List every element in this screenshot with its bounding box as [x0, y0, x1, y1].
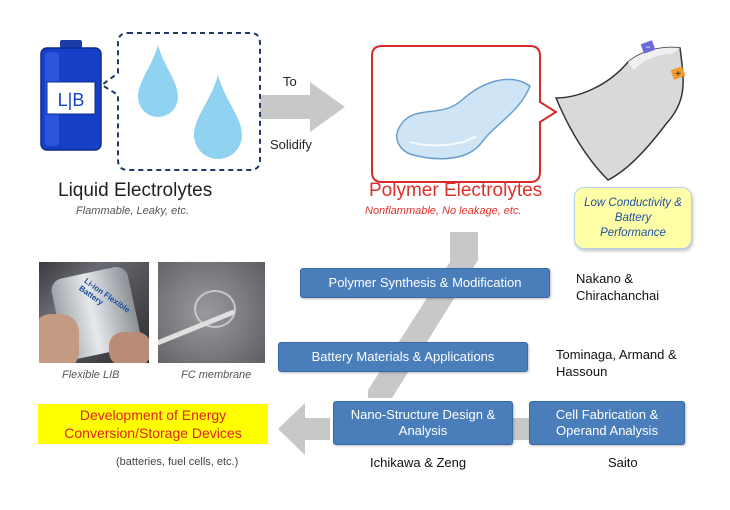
arrow-label-to: To	[283, 74, 297, 89]
flexible-battery-icon: − +	[554, 40, 686, 181]
polymer-electrolytes-title: Polymer Electrolytes	[369, 180, 543, 201]
battery-minus: −	[645, 42, 650, 52]
battery-plus: +	[675, 69, 681, 80]
polymer-electrolytes-sub: Nonflammable, No leakage, etc.	[365, 205, 522, 217]
polymer-synthesis-names: Nakano & Chirachanchai	[576, 271, 660, 303]
droplet-icon	[138, 45, 178, 117]
development-goal-sub: (batteries, fuel cells, etc.)	[116, 456, 239, 468]
solidify-arrow	[250, 82, 345, 132]
development-goal-text: Development of Energy Conversion/Storage…	[64, 407, 242, 441]
flexible-lib-photo: Li-ion Flexible Battery	[39, 262, 149, 363]
flexible-lib-caption: Flexible LIB	[62, 369, 120, 381]
battery-materials-box: Battery Materials & Applications	[278, 342, 528, 372]
vertical-flow-band	[368, 232, 478, 398]
polymer-bubble	[371, 45, 558, 183]
polymer-synthesis-box: Polymer Synthesis & Modification	[300, 268, 550, 298]
cell-fabrication-names: Saito	[608, 455, 638, 470]
liquid-bubble	[100, 32, 261, 171]
cell-fabrication-box: Cell Fabrication & Operand Analysis	[529, 401, 685, 445]
fc-membrane-photo	[158, 262, 265, 363]
battery-materials-names: Tominaga, Armand & Hassoun	[556, 347, 677, 379]
issue-note: Low Conductivity & Battery Performance	[574, 187, 692, 249]
droplet-icon	[194, 75, 242, 159]
liquid-electrolytes-sub: Flammable, Leaky, etc.	[76, 205, 189, 217]
lib-label: L|B	[58, 90, 85, 110]
nano-structure-names: Ichikawa & Zeng	[370, 455, 467, 470]
issue-note-text: Low Conductivity & Battery Performance	[584, 196, 682, 239]
lib-battery-icon: L|B	[40, 40, 102, 151]
development-arrow	[278, 403, 330, 455]
liquid-electrolytes-title: Liquid Electrolytes	[58, 180, 213, 201]
development-goal: Development of Energy Conversion/Storage…	[38, 404, 268, 444]
nano-structure-box: Nano-Structure Design & Analysis	[333, 401, 513, 445]
arrow-label-solidify: Solidify	[270, 137, 312, 152]
fc-membrane-caption: FC membrane	[181, 369, 252, 381]
polymer-film	[396, 78, 531, 160]
